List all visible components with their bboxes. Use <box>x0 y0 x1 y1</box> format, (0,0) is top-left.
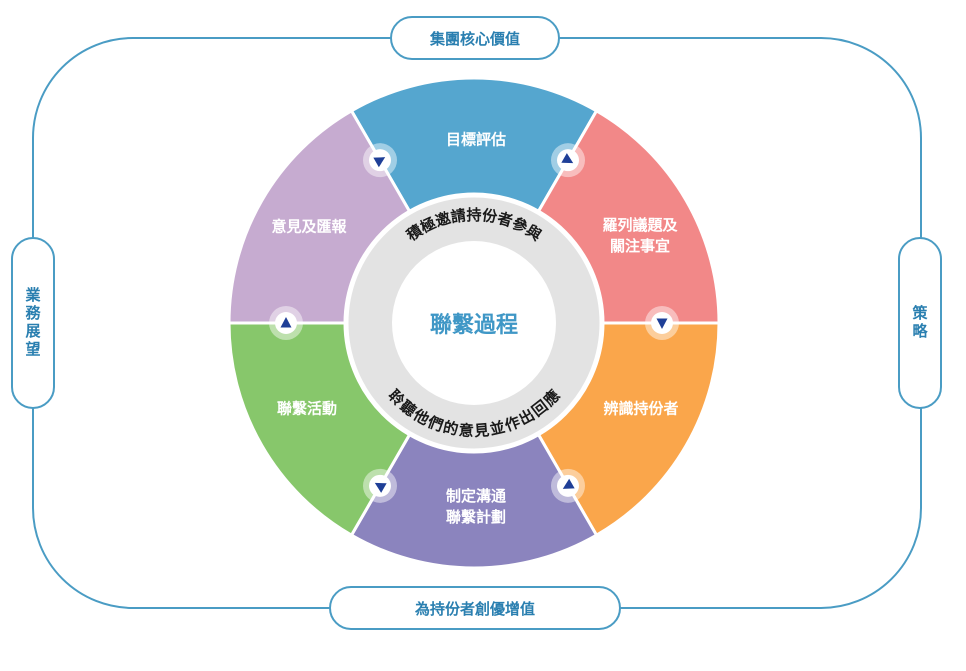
arrow-marker <box>363 143 397 178</box>
arrow-icon <box>562 478 575 489</box>
arrow-marker <box>363 468 397 503</box>
arrow-marker <box>645 306 679 340</box>
arrow-icon <box>374 482 387 493</box>
arrow-icon <box>561 153 574 164</box>
arrow-marker <box>551 143 585 178</box>
flow-arrows <box>269 143 679 503</box>
center-disc <box>392 241 556 405</box>
arrow-marker <box>269 306 303 340</box>
arrow-icon <box>656 318 668 329</box>
arrow-icon <box>373 157 386 168</box>
arrow-marker <box>551 468 585 503</box>
arrow-icon <box>280 317 292 328</box>
